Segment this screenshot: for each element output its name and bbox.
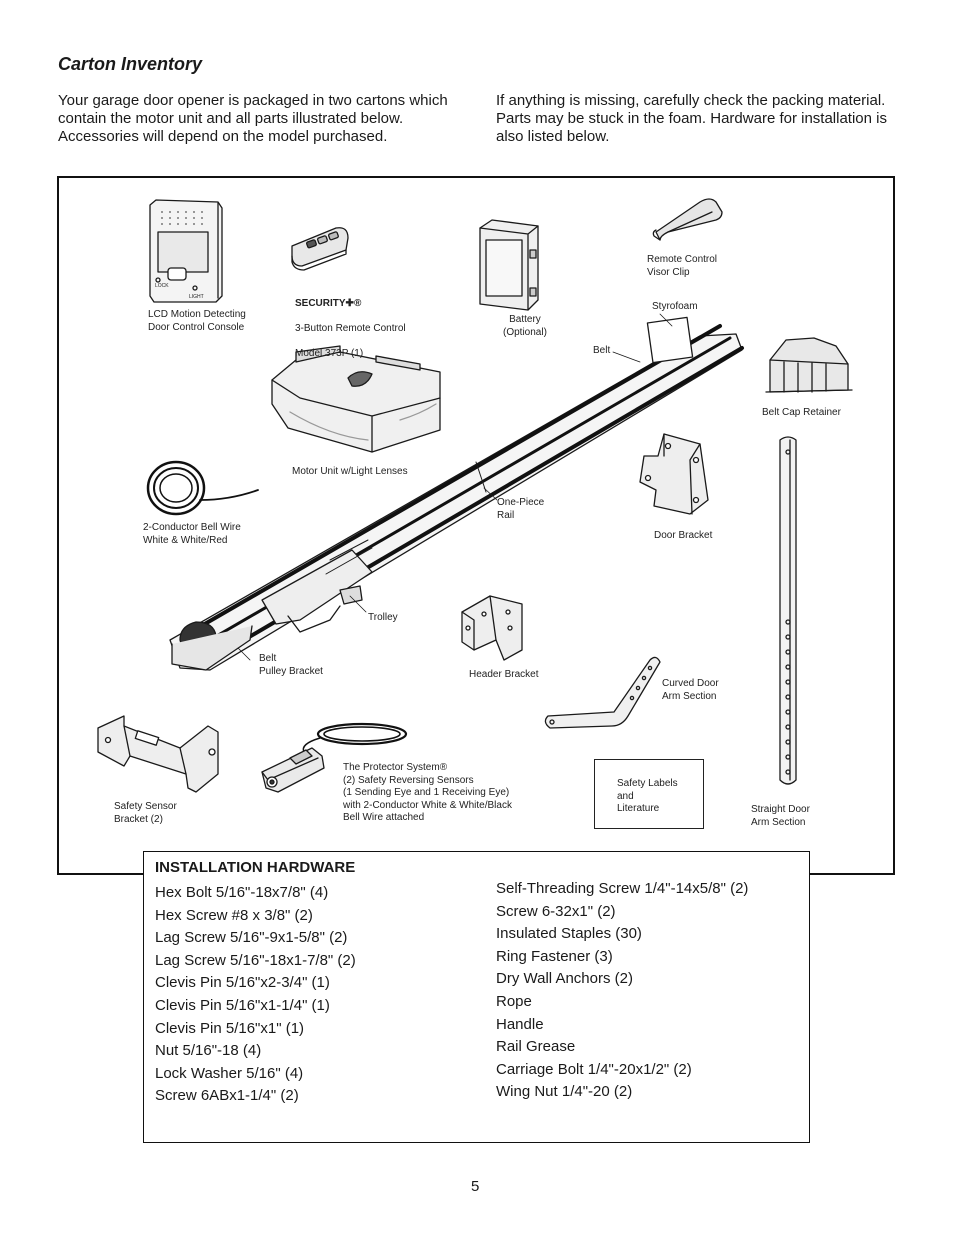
motor-unit-label: Motor Unit w/Light Lenses (292, 466, 408, 477)
hardware-item: Carriage Bolt 1/4"-20x1/2" (2) (496, 1060, 692, 1078)
hardware-item: Lag Screw 5/16"-18x1-7/8" (2) (155, 951, 356, 969)
console-lock-text: LOCK (155, 283, 169, 289)
hardware-item: Rope (496, 992, 532, 1010)
sensor-bracket-label: Safety Sensor Bracket (2) (114, 801, 177, 825)
trolley-label: Trolley (368, 612, 398, 623)
hardware-item: Lock Washer 5/16" (4) (155, 1064, 304, 1082)
remote-label: SECURITY✚® 3-Button Remote Control Model… (295, 285, 406, 360)
rail-label: One-Piece Rail (497, 497, 545, 521)
protector-system-label: The Protector System® (2) Safety Reversi… (343, 762, 512, 823)
hardware-list-left: Hex Bolt 5/16"-18x7/8" (4) Hex Screw #8 … (155, 882, 356, 1108)
belt-cap-retainer-icon (765, 337, 853, 393)
straight-arm-label: Straight Door Arm Section (751, 804, 810, 828)
hardware-item: Ring Fastener (3) (496, 947, 613, 965)
hardware-item: Rail Grease (496, 1038, 576, 1056)
door-bracket-icon (639, 433, 709, 515)
styrofoam-label: Styrofoam (652, 301, 698, 312)
curved-door-arm-icon (544, 656, 661, 729)
rail-assembly-icon (169, 316, 744, 671)
hardware-item: Hex Screw #8 x 3/8" (2) (155, 906, 313, 924)
pulley-bracket-label: Belt Pulley Bracket (259, 653, 323, 677)
bell-wire-label: 2-Conductor Bell Wire White & White/Red (143, 522, 241, 546)
hardware-item: Hex Bolt 5/16"-18x7/8" (4) (155, 884, 329, 901)
hardware-item: Wing Nut 1/4"-20 (2) (496, 1083, 633, 1101)
hardware-item: Dry Wall Anchors (2) (496, 970, 633, 988)
console-light-text: LIGHT (189, 294, 204, 300)
console-label: LCD Motion Detecting Door Control Consol… (148, 309, 246, 333)
header-bracket-icon (461, 595, 523, 661)
hardware-item: Lag Screw 5/16"-9x1-5/8" (2) (155, 929, 348, 947)
leader-lines (237, 313, 673, 661)
hardware-list-right: Self-Threading Screw 1/4"-14x5/8" (2) Sc… (496, 878, 748, 1104)
hardware-item: Nut 5/16"-18 (4) (155, 1042, 262, 1060)
belt-cap-label: Belt Cap Retainer (762, 407, 841, 418)
hardware-item: Handle (496, 1015, 544, 1033)
visor-clip-icon (652, 198, 723, 241)
belt-label: Belt (593, 345, 611, 356)
hardware-item: Insulated Staples (30) (496, 925, 642, 943)
safety-sensor-bracket-icon (97, 715, 219, 793)
hardware-item: Clevis Pin 5/16"x1" (1) (155, 1019, 305, 1037)
battery-label: Battery (Optional) (503, 314, 547, 338)
remote-model: Model 373P (1) (295, 347, 364, 359)
remote-description: 3-Button Remote Control (295, 322, 406, 334)
curved-arm-label: Curved Door Arm Section (662, 678, 719, 702)
intro-paragraph-right: If anything is missing, carefully check … (496, 92, 887, 145)
page-title: Carton Inventory (58, 54, 203, 74)
hardware-item: Screw 6ABx1-1/4" (2) (155, 1087, 299, 1105)
intro-paragraph-left: Your garage door opener is packaged in t… (58, 92, 448, 145)
header-bracket-label: Header Bracket (469, 669, 539, 680)
motor-unit-icon (271, 345, 441, 453)
safety-labels-box: Safety Labels and Literature (594, 759, 704, 829)
battery-icon (479, 219, 539, 311)
remote-brand: SECURITY✚® (295, 297, 362, 309)
door-control-console-icon (149, 199, 223, 303)
bell-wire-icon (146, 460, 259, 516)
visor-clip-label: Remote Control Visor Clip (647, 254, 718, 278)
remote-control-icon (291, 227, 349, 271)
hardware-heading: INSTALLATION HARDWARE (155, 859, 356, 876)
safety-sensor-icon (261, 722, 408, 793)
straight-door-arm-icon (779, 436, 797, 785)
hardware-item: Screw 6-32x1" (2) (496, 902, 616, 920)
installation-hardware-box: INSTALLATION HARDWARE Hex Bolt 5/16"-18x… (143, 851, 810, 1143)
door-bracket-label: Door Bracket (654, 530, 713, 541)
page-number: 5 (471, 1178, 480, 1195)
hardware-item: Clevis Pin 5/16"x1-1/4" (1) (155, 996, 330, 1014)
hardware-item: Self-Threading Screw 1/4"-14x5/8" (2) (496, 880, 749, 897)
safety-labels-text: Safety Labels and Literature (617, 778, 678, 814)
hardware-item: Clevis Pin 5/16"x2-3/4" (1) (155, 974, 330, 992)
